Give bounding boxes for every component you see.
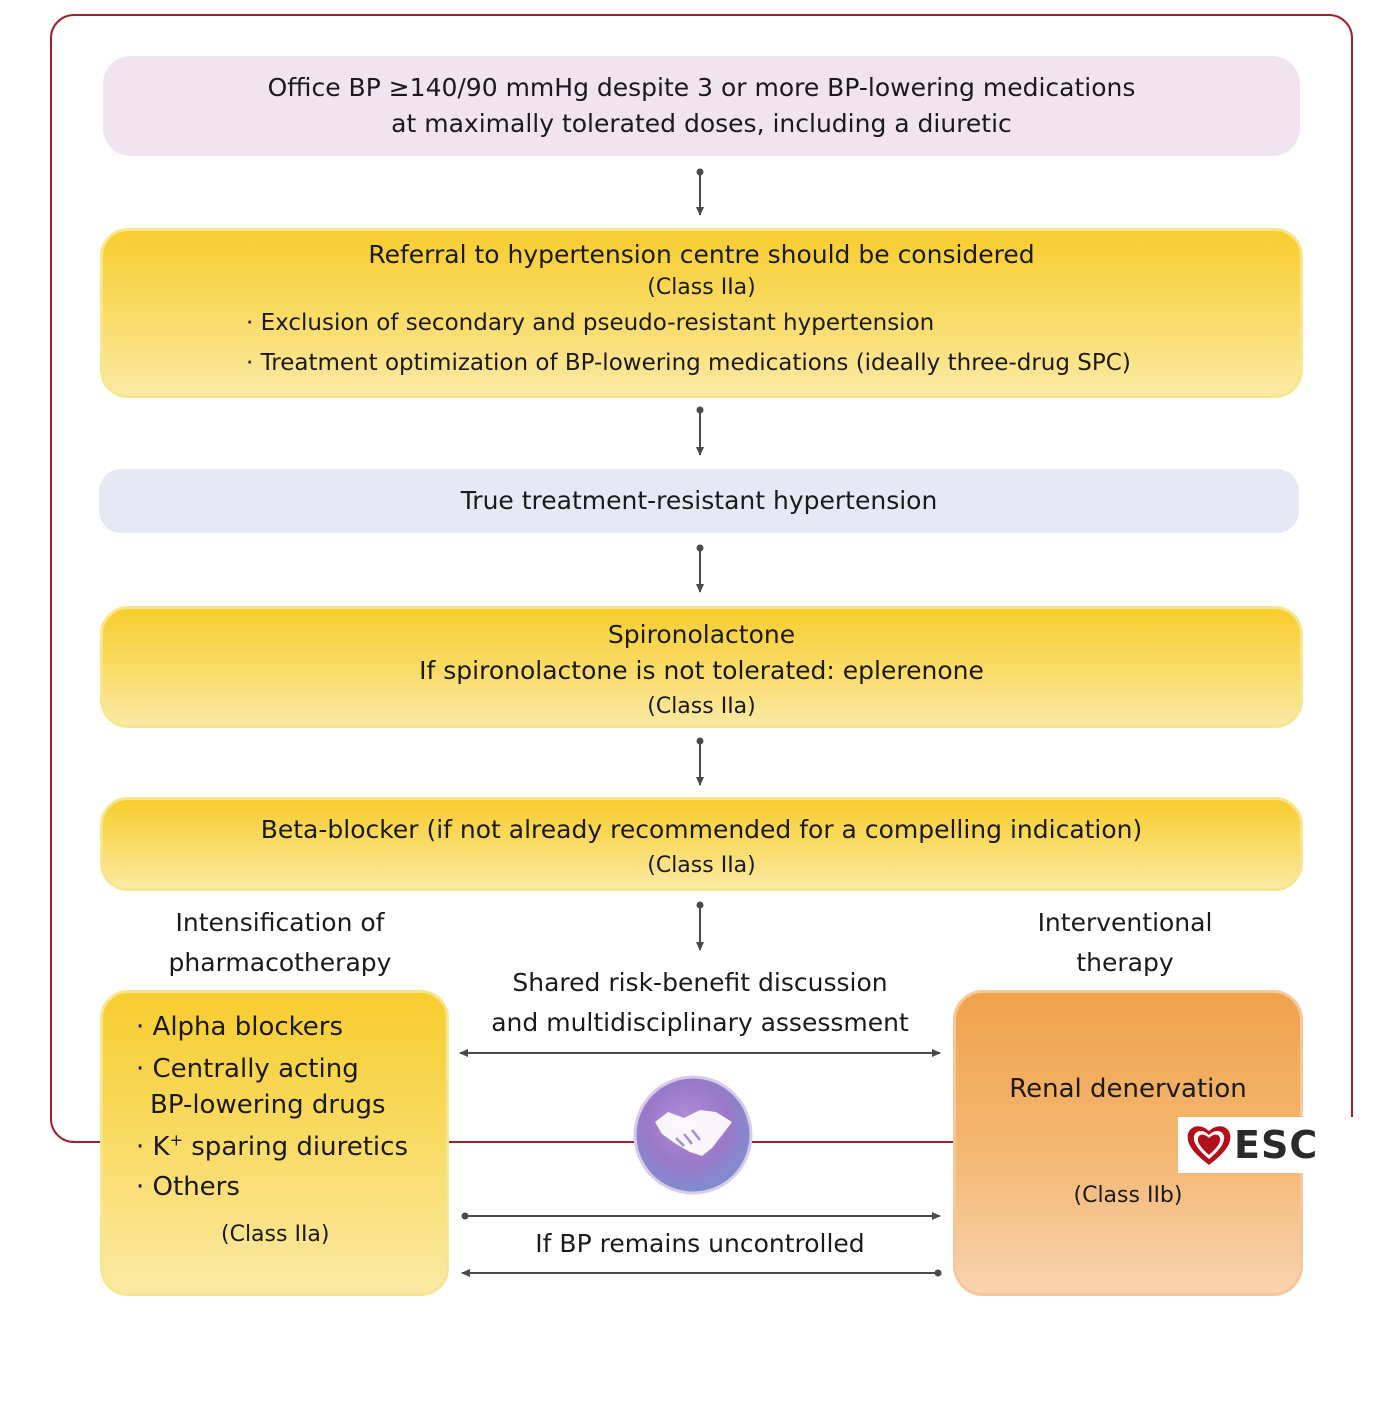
renal-class: (Class IIb) [1073, 1183, 1183, 1208]
shared-discussion-line2: and multidisciplinary assessment [491, 1008, 909, 1037]
box-spironolactone: Spironolactone If spironolactone is not … [100, 606, 1303, 728]
left-heading-line2: pharmacotherapy [168, 948, 392, 977]
office-bp-line2: at maximally tolerated doses, including … [391, 109, 1012, 138]
arrow-to-renal [461, 1212, 941, 1220]
referral-class: (Class IIa) [647, 275, 756, 300]
arrow-3 [696, 544, 704, 593]
pharma-bullet-k-sparing: · K+ sparing diuretics [136, 1127, 446, 1167]
pharma-class: (Class IIa) [221, 1222, 330, 1247]
referral-bullet-1: · Exclusion of secondary and pseudo-resi… [246, 310, 935, 336]
spironolactone-title: Spironolactone [607, 620, 796, 649]
office-bp-line1: Office BP ≥140/90 mmHg despite 3 or more… [267, 73, 1136, 102]
right-heading-line1: Interventional [1037, 908, 1213, 937]
true-resistant-text: True treatment-resistant hypertension [460, 486, 938, 515]
k-sparing-sup: + [169, 1130, 183, 1150]
arrow-1 [696, 168, 704, 216]
arrow-4 [696, 737, 704, 786]
beta-blocker-title: Beta-blocker (if not already recommended… [260, 815, 1143, 844]
shared-discussion-line1: Shared risk-benefit discussion [512, 968, 888, 997]
esc-logo: ESC [1178, 1117, 1358, 1173]
esc-heart-icon [1187, 1126, 1231, 1165]
arrow-5 [696, 901, 704, 951]
right-heading-line2: therapy [1076, 948, 1174, 977]
left-heading-line1: Intensification of [175, 908, 385, 937]
pharma-bullet-central: · Centrally acting [136, 1054, 359, 1084]
box-office-bp: Office BP ≥140/90 mmHg despite 3 or more… [103, 56, 1300, 156]
k-sparing-pre: · K [136, 1132, 170, 1162]
spironolactone-alt: If spironolactone is not tolerated: eple… [419, 656, 984, 685]
k-sparing-post: sparing diuretics [183, 1132, 408, 1162]
arrow-2 [696, 406, 704, 456]
beta-blocker-class: (Class IIa) [647, 853, 756, 878]
renal-denervation-title: Renal denervation [1009, 1074, 1247, 1104]
esc-logo-text: ESC [1234, 1123, 1319, 1167]
handshake-icon [633, 1075, 753, 1195]
shared-discussion-label: Shared risk-benefit discussion and multi… [470, 963, 930, 1043]
arrow-to-pharma [461, 1269, 942, 1277]
right-heading: Interventional therapy [985, 903, 1265, 983]
referral-title: Referral to hypertension centre should b… [368, 240, 1035, 269]
spironolactone-class: (Class IIa) [647, 694, 756, 719]
box-pharmacotherapy: · Alpha blockers · Centrally acting BP-l… [100, 990, 449, 1296]
box-referral: Referral to hypertension centre should b… [100, 228, 1303, 398]
referral-bullet-2: · Treatment optimization of BP-lowering … [246, 350, 1131, 376]
pharma-bullet-others: · Others [136, 1172, 240, 1202]
pharma-bullet-alpha: · Alpha blockers [136, 1012, 344, 1042]
left-heading: Intensification of pharmacotherapy [120, 903, 440, 983]
box-true-resistant: True treatment-resistant hypertension [99, 469, 1299, 533]
pharma-bullet-central-2: BP-lowering drugs [150, 1090, 386, 1120]
box-beta-blocker: Beta-blocker (if not already recommended… [100, 797, 1303, 891]
uncontrolled-label: If BP remains uncontrolled [535, 1229, 865, 1258]
